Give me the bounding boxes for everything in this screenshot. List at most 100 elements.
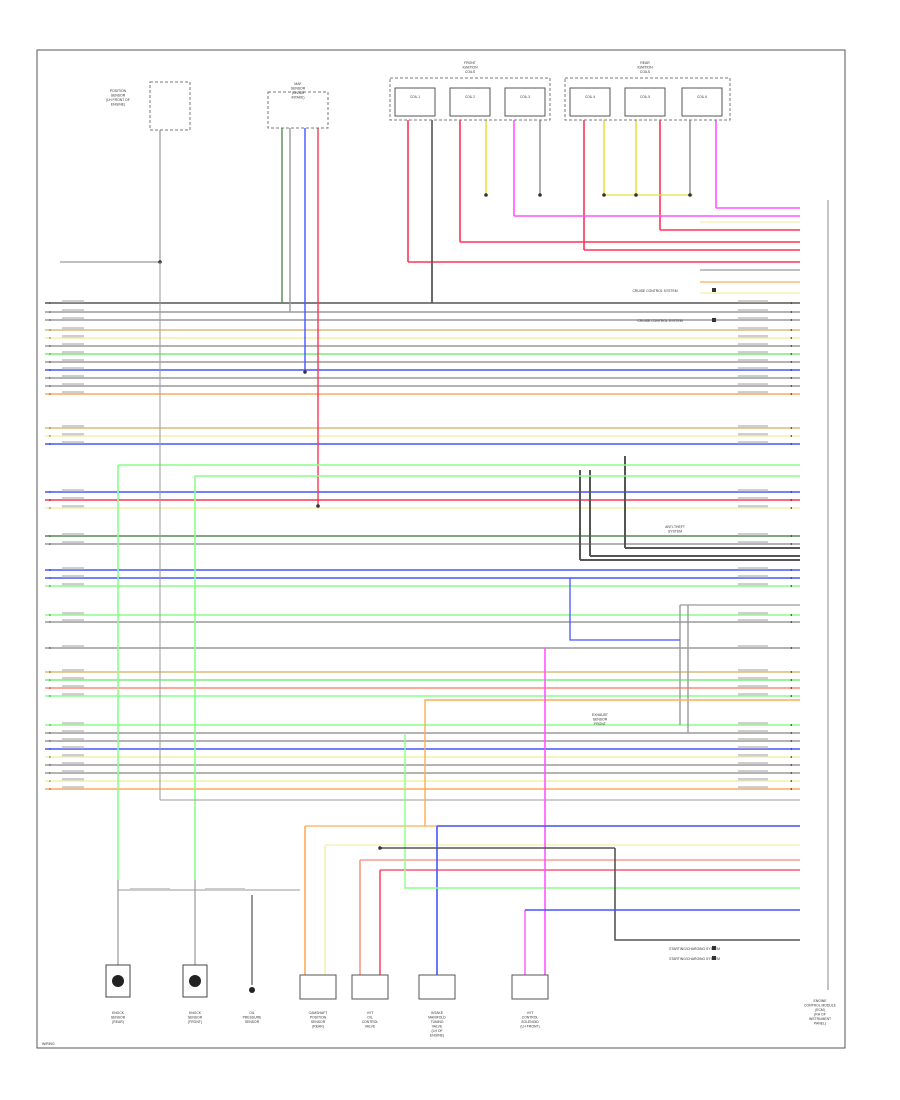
- system-label: STARTING/CHARGING SYSTEM: [669, 947, 720, 951]
- pin-number: 5: [49, 336, 51, 340]
- harness-wire: [614, 848, 800, 941]
- system-label: FRONT: [594, 722, 606, 726]
- sensor-body: [418, 974, 456, 1000]
- wire-code-left: [62, 762, 84, 765]
- sensor-body: [511, 974, 549, 1000]
- pin-number: 9: [49, 506, 51, 510]
- wire-code-left: [62, 505, 84, 508]
- wire-code-right: [738, 497, 768, 500]
- wire-code-left: [62, 786, 84, 789]
- bottom-component-label: SENSOR: [245, 1020, 260, 1024]
- connector-pin: ◂: [790, 425, 792, 430]
- bottom-component-label: KNOCK: [112, 1011, 125, 1015]
- wire-code-left: [62, 489, 84, 492]
- wire-code-right: [738, 693, 768, 696]
- splice-dot: [303, 370, 307, 374]
- bottom-component-label: MANIFOLD: [428, 1016, 446, 1020]
- splice-dot: [634, 193, 638, 197]
- knock-sensor-element: [189, 975, 201, 987]
- ignition-coil-box: [504, 87, 546, 117]
- wire-code-right: [738, 762, 768, 765]
- system-label: SYSTEM: [668, 530, 682, 534]
- pin-number: 7: [49, 490, 51, 494]
- pin-number: 8: [49, 498, 51, 502]
- wire-code-left: [62, 391, 84, 394]
- wire-code-right: [738, 300, 768, 303]
- bottom-component-label: VVT: [367, 1011, 374, 1015]
- position-sensor-box: [149, 81, 191, 131]
- wire-code-left: [62, 612, 84, 615]
- system-label: STARTING/CHARGING SYSTEM: [669, 957, 720, 961]
- connector-pin: ◂: [790, 367, 792, 372]
- pin-number: 1: [49, 376, 51, 380]
- wire-code-right: [738, 327, 768, 330]
- pin-number: 3: [49, 787, 51, 791]
- bottom-component-label: (REAR): [112, 1020, 124, 1024]
- pin-number: 6: [49, 739, 51, 743]
- wire-code-right: [738, 375, 768, 378]
- coil-name: COIL 2: [465, 95, 475, 99]
- pin-number: 9: [49, 763, 51, 767]
- wire-code-left: [62, 619, 84, 622]
- connector-pin: ◂: [790, 505, 792, 510]
- wire-code-right: [738, 770, 768, 773]
- sensor-body: [351, 974, 389, 1000]
- wire-code-left: [62, 433, 84, 436]
- pin-number: 3: [49, 318, 51, 322]
- coil-name: COIL 3: [520, 95, 530, 99]
- connector-pin: ◂: [790, 612, 792, 617]
- system-label: EXHAUST: [592, 713, 608, 717]
- pin-number: 3: [49, 694, 51, 698]
- pin-number: 6: [49, 442, 51, 446]
- pin-number: 4: [49, 723, 51, 727]
- wire-code: [205, 888, 245, 891]
- pin-number: 2: [49, 542, 51, 546]
- wire-code-left: [62, 567, 84, 570]
- wire-code-right: [738, 645, 768, 648]
- wire-code-left: [62, 693, 84, 696]
- ecm-label: PANEL): [814, 1022, 826, 1026]
- pin-number: 4: [49, 576, 51, 580]
- wire-code-right: [738, 677, 768, 680]
- connector-pin: ◂: [790, 738, 792, 743]
- ecm-label: (ECM): [815, 1008, 825, 1012]
- ignition-coil-box: [394, 87, 436, 117]
- wire-code-left: [62, 754, 84, 757]
- connector-pin: ◂: [790, 533, 792, 538]
- connector-pin: ◂: [790, 722, 792, 727]
- text-layer: 123456789123456789123456789123456789123◂…: [42, 61, 837, 1046]
- coil-group-label: COILS: [465, 70, 476, 74]
- wire-code-left: [62, 441, 84, 444]
- wire-code-right: [738, 541, 768, 544]
- coil-group-outline: [564, 77, 731, 121]
- system-label: CRUISE CONTROL SYSTEM: [637, 319, 682, 323]
- wire-code-right: [738, 383, 768, 386]
- connector-pin: ◂: [790, 778, 792, 783]
- pin-number: 9: [49, 670, 51, 674]
- connector-pin: ◂: [790, 489, 792, 494]
- wire-code-right: [738, 367, 768, 370]
- connector-pin: ◂: [790, 343, 792, 348]
- ignition-coil-box: [624, 87, 666, 117]
- connector-pin: ◂: [790, 433, 792, 438]
- coil-name: COIL 1: [410, 95, 420, 99]
- connector-pin: ◂: [790, 645, 792, 650]
- connector-pin: ◂: [790, 391, 792, 396]
- ecm-label: CONTROL MODULE: [804, 1004, 837, 1008]
- maf-sensor-box: [267, 91, 329, 129]
- knock-sensor-body: [182, 964, 208, 998]
- splice-dot: [538, 193, 542, 197]
- pin-number: 1: [49, 301, 51, 305]
- bottom-component-label: VALVE: [365, 1025, 376, 1029]
- ignition-coil-box: [449, 87, 491, 117]
- bottom-component-label: CAMSHAFT: [309, 1011, 328, 1015]
- pin-number: 8: [49, 755, 51, 759]
- wire-code-left: [62, 383, 84, 386]
- knock-sensor-element: [112, 975, 124, 987]
- bottom-component-label: VALVE: [432, 1025, 443, 1029]
- connector-pin: ◂: [790, 786, 792, 791]
- pin-number: 8: [49, 360, 51, 364]
- splice-dot: [316, 504, 320, 508]
- connector-pin: ◂: [790, 351, 792, 356]
- connector-pin: ◂: [790, 375, 792, 380]
